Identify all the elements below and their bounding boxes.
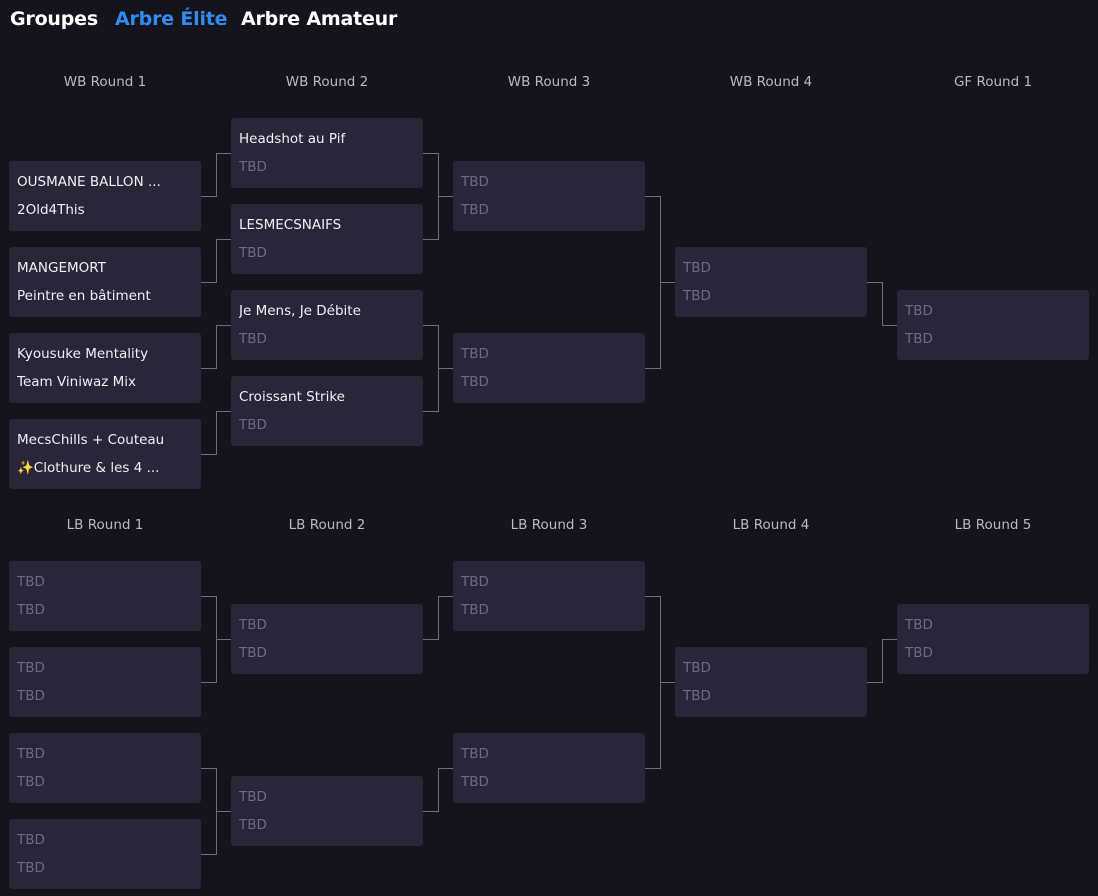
team-name: TBD (461, 746, 489, 762)
connector-lb-r4 (867, 639, 897, 683)
match-gf-r1-1[interactable]: TBD TBD (897, 290, 1089, 360)
round-title-lb-3: LB Round 3 (510, 517, 588, 533)
connector-lb-r1-a (201, 596, 231, 683)
round-title-lb-2: LB Round 2 (288, 517, 366, 533)
team-name: TBD (17, 832, 45, 848)
round-title-wb-1: WB Round 1 (63, 74, 147, 90)
tab-arbre-elite[interactable]: Arbre Élite (115, 8, 228, 30)
team-name: MANGEMORT (17, 260, 106, 276)
team-name: OUSMANE BALLON ... (17, 174, 161, 190)
team-name: TBD (461, 602, 489, 618)
round-title-lb-4: LB Round 4 (732, 517, 810, 533)
match-lb-r3-1[interactable]: TBD TBD (453, 561, 645, 631)
team-name: TBD (905, 331, 933, 347)
team-name: Kyousuke Mentality (17, 346, 149, 362)
match-wb-r1-3[interactable]: Kyousuke Mentality Team Viniwaz Mix (9, 333, 201, 403)
connector-lb-r3 (645, 596, 675, 769)
team-name: TBD (17, 574, 45, 590)
team-name: TBD (461, 174, 489, 190)
round-title-wb-2: WB Round 2 (285, 74, 369, 90)
team-name: TBD (239, 789, 267, 805)
round-title-lb-5: LB Round 5 (954, 517, 1032, 533)
team-name: 2Old4This (17, 202, 85, 218)
team-name: TBD (683, 688, 711, 704)
match-wb-r1-1[interactable]: OUSMANE BALLON ... 2Old4This (9, 161, 201, 231)
match-lb-r1-1[interactable]: TBD TBD (9, 561, 201, 631)
team-name: TBD (461, 574, 489, 590)
match-wb-r2-4[interactable]: Croissant Strike TBD (231, 376, 423, 446)
team-name: TBD (17, 660, 45, 676)
team-name: TBD (905, 303, 933, 319)
match-wb-r2-2[interactable]: LESMECSNAIFS TBD (231, 204, 423, 274)
team-name: TBD (239, 331, 267, 347)
team-name: TBD (239, 159, 267, 175)
match-lb-r1-2[interactable]: TBD TBD (9, 647, 201, 717)
team-name: TBD (239, 417, 267, 433)
tab-arbre-amateur[interactable]: Arbre Amateur (241, 8, 398, 30)
team-name: TBD (905, 617, 933, 633)
team-name: Peintre en bâtiment (17, 288, 151, 304)
match-wb-r2-3[interactable]: Je Mens, Je Débite TBD (231, 290, 423, 360)
connector-wb-r2-a (423, 153, 453, 240)
team-name: Team Viniwaz Mix (17, 374, 137, 390)
connector-wb-r1-m2 (201, 239, 231, 283)
team-name: TBD (17, 688, 45, 704)
team-name: TBD (683, 288, 711, 304)
match-wb-r1-2[interactable]: MANGEMORT Peintre en bâtiment (9, 247, 201, 317)
connector-wb-r3 (645, 196, 675, 369)
round-title-wb-3: WB Round 3 (507, 74, 591, 90)
team-name: Croissant Strike (239, 389, 345, 405)
connector-wb-r1-m1 (201, 153, 231, 197)
match-wb-r3-2[interactable]: TBD TBD (453, 333, 645, 403)
connector-wb-r2-b (423, 325, 453, 412)
team-name: TBD (683, 260, 711, 276)
match-lb-r2-2[interactable]: TBD TBD (231, 776, 423, 846)
team-name: TBD (17, 602, 45, 618)
round-title-wb-4: WB Round 4 (729, 74, 813, 90)
connector-wb-r1-m3 (201, 325, 231, 369)
team-name: TBD (683, 660, 711, 676)
team-name: Headshot au Pif (239, 131, 346, 147)
team-name: TBD (461, 774, 489, 790)
match-lb-r1-3[interactable]: TBD TBD (9, 733, 201, 803)
team-name: TBD (239, 645, 267, 661)
connector-wb-r1-m4 (201, 411, 231, 455)
match-lb-r5-1[interactable]: TBD TBD (897, 604, 1089, 674)
connector-wb-r4 (867, 282, 897, 326)
team-name: Je Mens, Je Débite (239, 303, 361, 319)
match-lb-r3-2[interactable]: TBD TBD (453, 733, 645, 803)
connector-lb-r1-b (201, 768, 231, 855)
match-lb-r4-1[interactable]: TBD TBD (675, 647, 867, 717)
match-lb-r1-4[interactable]: TBD TBD (9, 819, 201, 889)
match-wb-r2-1[interactable]: Headshot au Pif TBD (231, 118, 423, 188)
match-lb-r2-1[interactable]: TBD TBD (231, 604, 423, 674)
round-title-lb-1: LB Round 1 (66, 517, 144, 533)
team-name: TBD (17, 746, 45, 762)
team-name: TBD (17, 860, 45, 876)
match-wb-r3-1[interactable]: TBD TBD (453, 161, 645, 231)
round-title-gf-1: GF Round 1 (953, 74, 1033, 90)
team-name: TBD (461, 202, 489, 218)
team-name: ✨Clothure & les 4 ... (17, 460, 160, 476)
match-wb-r4-1[interactable]: TBD TBD (675, 247, 867, 317)
tab-groupes[interactable]: Groupes (10, 8, 98, 30)
team-name: TBD (461, 374, 489, 390)
team-name: TBD (17, 774, 45, 790)
team-name: LESMECSNAIFS (239, 217, 342, 233)
team-name: TBD (239, 617, 267, 633)
connector-lb-r2-a (423, 596, 453, 640)
team-name: TBD (239, 817, 267, 833)
match-wb-r1-4[interactable]: MecsChills + Couteau ✨Clothure & les 4 .… (9, 419, 201, 489)
team-name: TBD (461, 346, 489, 362)
team-name: TBD (239, 245, 267, 261)
team-name: MecsChills + Couteau (17, 432, 165, 448)
team-name: TBD (905, 645, 933, 661)
connector-lb-r2-b (423, 768, 453, 812)
